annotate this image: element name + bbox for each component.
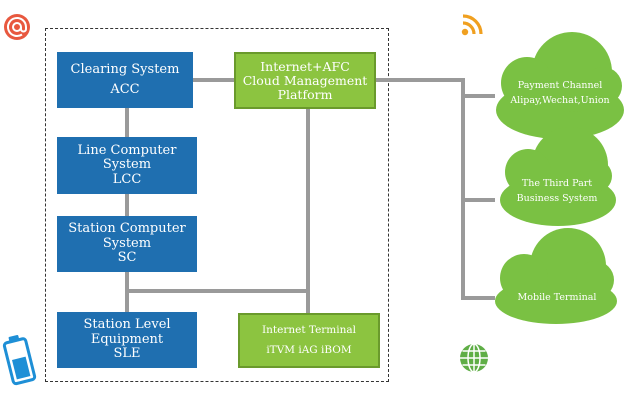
business-system-title: The Third Part (521, 178, 593, 189)
cloud-business-label: The Third Part Business System (497, 176, 617, 206)
sle-box: Station Level Equipment SLE (57, 312, 197, 368)
sle-title: Station Level (83, 317, 171, 333)
system-boundary (45, 28, 389, 382)
cloud-trunk (461, 78, 495, 300)
sc-code: SC (117, 250, 137, 266)
battery-icon (2, 334, 37, 386)
lcc-code: LCC (112, 171, 142, 187)
payment-channel-title: Payment Channel (517, 80, 603, 91)
email-at-icon (4, 14, 30, 40)
platform-title: Internet+AFC (260, 58, 350, 74)
wifi-signal-icon (461, 14, 483, 36)
terminal-title: Internet Terminal (261, 323, 356, 336)
mobile-terminal-title: Mobile Terminal (517, 292, 597, 303)
acc-code: ACC (110, 81, 140, 97)
payment-channel-list: Alipay,Wechat,Union (510, 95, 610, 107)
sle-code: SLE (113, 346, 141, 362)
sc-box: Station Computer System SC (57, 216, 197, 272)
acc-title: Clearing System (70, 61, 180, 77)
lcc-subtitle: System (102, 157, 152, 173)
lcc-title: Line Computer (77, 142, 177, 158)
cloud-mobile (495, 228, 617, 324)
platform-label: Platform (277, 86, 333, 102)
sc-subtitle: System (102, 235, 152, 251)
globe-icon (460, 343, 488, 373)
cloud-mobile-label: Mobile Terminal (497, 290, 617, 305)
cloud-business (500, 127, 616, 226)
cloud-platform-box: Internet+AFC Cloud Management Platform (234, 52, 376, 109)
cloud-payment-label: Payment Channel Alipay,Wechat,Union (495, 78, 625, 108)
business-system-subtitle: Business System (516, 193, 598, 205)
lcc-box: Line Computer System LCC (57, 137, 197, 194)
terminal-devices: iTVM iAG iBOM (266, 343, 352, 356)
platform-subtitle: Cloud Management (242, 72, 368, 88)
cloud-payment (496, 32, 624, 139)
internet-terminal-box: Internet Terminal iTVM iAG iBOM (238, 313, 380, 368)
sle-subtitle: Equipment (90, 331, 164, 347)
sc-title: Station Computer (68, 221, 186, 237)
acc-box: Clearing System ACC (57, 52, 193, 108)
